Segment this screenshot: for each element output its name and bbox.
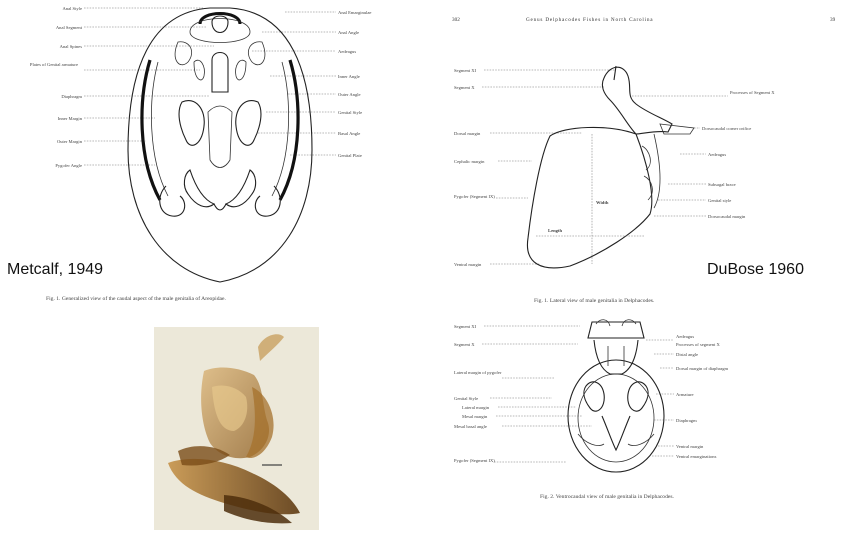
label-c-ventral-emarginations: Ventral emarginations (676, 454, 717, 459)
dubose-lateral-right-labels: Processes of Segment X Dorsocaudal corne… (632, 90, 775, 219)
dubose-running-head: Genus Delphacodes Fishes in North Caroli… (526, 17, 653, 23)
label-c-dorsal-margin-diaphragm: Dorsal margin of diaphragm (676, 366, 729, 371)
label-genital-plate: Genital Plate (338, 153, 362, 158)
label-anal-spines: Anal Spines (60, 44, 83, 49)
label-aedeagus: Aedeagus (338, 49, 356, 54)
label-anal-emarginulae: Anal Emarginulae (338, 10, 371, 15)
credit-metcalf: Metcalf, 1949 (7, 262, 103, 278)
dubose-caudal-figure: Segment XI Segment X Lateral margin of p… (432, 316, 846, 530)
metcalf-genitalia-drawing (128, 8, 312, 282)
label-dorsal-margin: Dorsal margin (454, 131, 481, 136)
credit-dubose: DuBose 1960 (707, 262, 804, 278)
label-anal-angle: Anal Angle (338, 30, 359, 35)
dubose-caudal-caption: Fig. 2. Ventrocaudal view of male genita… (540, 493, 675, 500)
specimen-photo (154, 327, 319, 530)
metcalf-caption: Fig. 1. Generalized view of the caudal a… (46, 295, 226, 302)
label-basal-angle: Basal Angle (338, 131, 360, 136)
label-processes-segment-x: Processes of Segment X (730, 90, 775, 95)
label-outer-margin: Outer Margin (57, 139, 83, 144)
label-ventral-margin: Ventral margin (454, 262, 482, 267)
label-c-armature: Armature (676, 392, 694, 397)
label-c-distal-angle: Distal angle (676, 352, 698, 357)
dubose-lateral-drawing (527, 66, 694, 268)
label-c-lateral-margin: Lateral margin (462, 405, 490, 410)
label-c-mesal-basal-angle: Mesal basal angle (454, 424, 487, 429)
label-c-mesal-margin: Mesal margin (462, 414, 488, 419)
label-plates: Plates of Genital armature (30, 62, 78, 67)
label-anal-style: Anal Style (62, 6, 82, 11)
label-segment-xi: Segment XI (454, 68, 477, 73)
label-c-genital-style: Genital Style (454, 396, 478, 401)
label-aedeagus-lateral: Aedeagus (708, 152, 726, 157)
dubose-page-number-right: 39 (830, 17, 836, 23)
label-dorsocaudal-corner: Dorsocaudal corner orifice (702, 126, 751, 131)
label-c-processes: Processes of segment X (676, 342, 720, 347)
label-inner-angle: Inner Angle (338, 74, 360, 79)
label-width: Width (596, 200, 609, 205)
label-subsagal-brace: Subsagal brace (708, 182, 736, 187)
label-cephalic-margin: Cephalic margin (454, 159, 485, 164)
dubose-caudal-right-labels: Aedeagus Processes of segment X Distal a… (646, 334, 729, 459)
dubose-lateral-left-labels: Segment XI Segment X Dorsal margin Cepha… (454, 68, 615, 267)
label-dorsocaudal-margin: Dorsocaudal margin (708, 214, 746, 219)
label-genital-style: Genital Style (338, 110, 362, 115)
specimen-photo-drawing (154, 327, 319, 530)
dubose-caudal-drawing (568, 320, 664, 472)
label-c-segment-x: Segment X (454, 342, 475, 347)
label-c-aedeagus: Aedeagus (676, 334, 694, 339)
label-c-ventral-margin: Ventral margin (676, 444, 704, 449)
label-segment-x: Segment X (454, 85, 475, 90)
dubose-lateral-caption: Fig. 1. Lateral view of male genitalia i… (534, 297, 655, 304)
label-outer-angle: Outer Angle (338, 92, 361, 97)
label-c-pygofer: Pygofer (Segment IX) (454, 458, 495, 463)
label-anal-segment: Anal Segment (56, 25, 83, 30)
label-inner-margin: Inner Margin (58, 116, 83, 121)
label-pygofer: Pygofer (Segment IX) (454, 194, 495, 199)
label-lateral-margin-pygofer: Lateral margin of pygofer (454, 370, 502, 375)
label-diaphragm: Diaphragm (61, 94, 82, 99)
label-pygofer-angle: Pygofer Angle (55, 163, 82, 168)
label-c-diaphragm: Diaphragm (676, 418, 697, 423)
label-length: Length (548, 228, 562, 233)
metcalf-left-labels: Anal Style Anal Segment Anal Spines Plat… (30, 6, 214, 168)
label-c-segment-xi: Segment XI (454, 324, 477, 329)
label-genital-style-lateral: Genital style (708, 198, 731, 203)
dubose-page-number: 302 (452, 17, 460, 23)
